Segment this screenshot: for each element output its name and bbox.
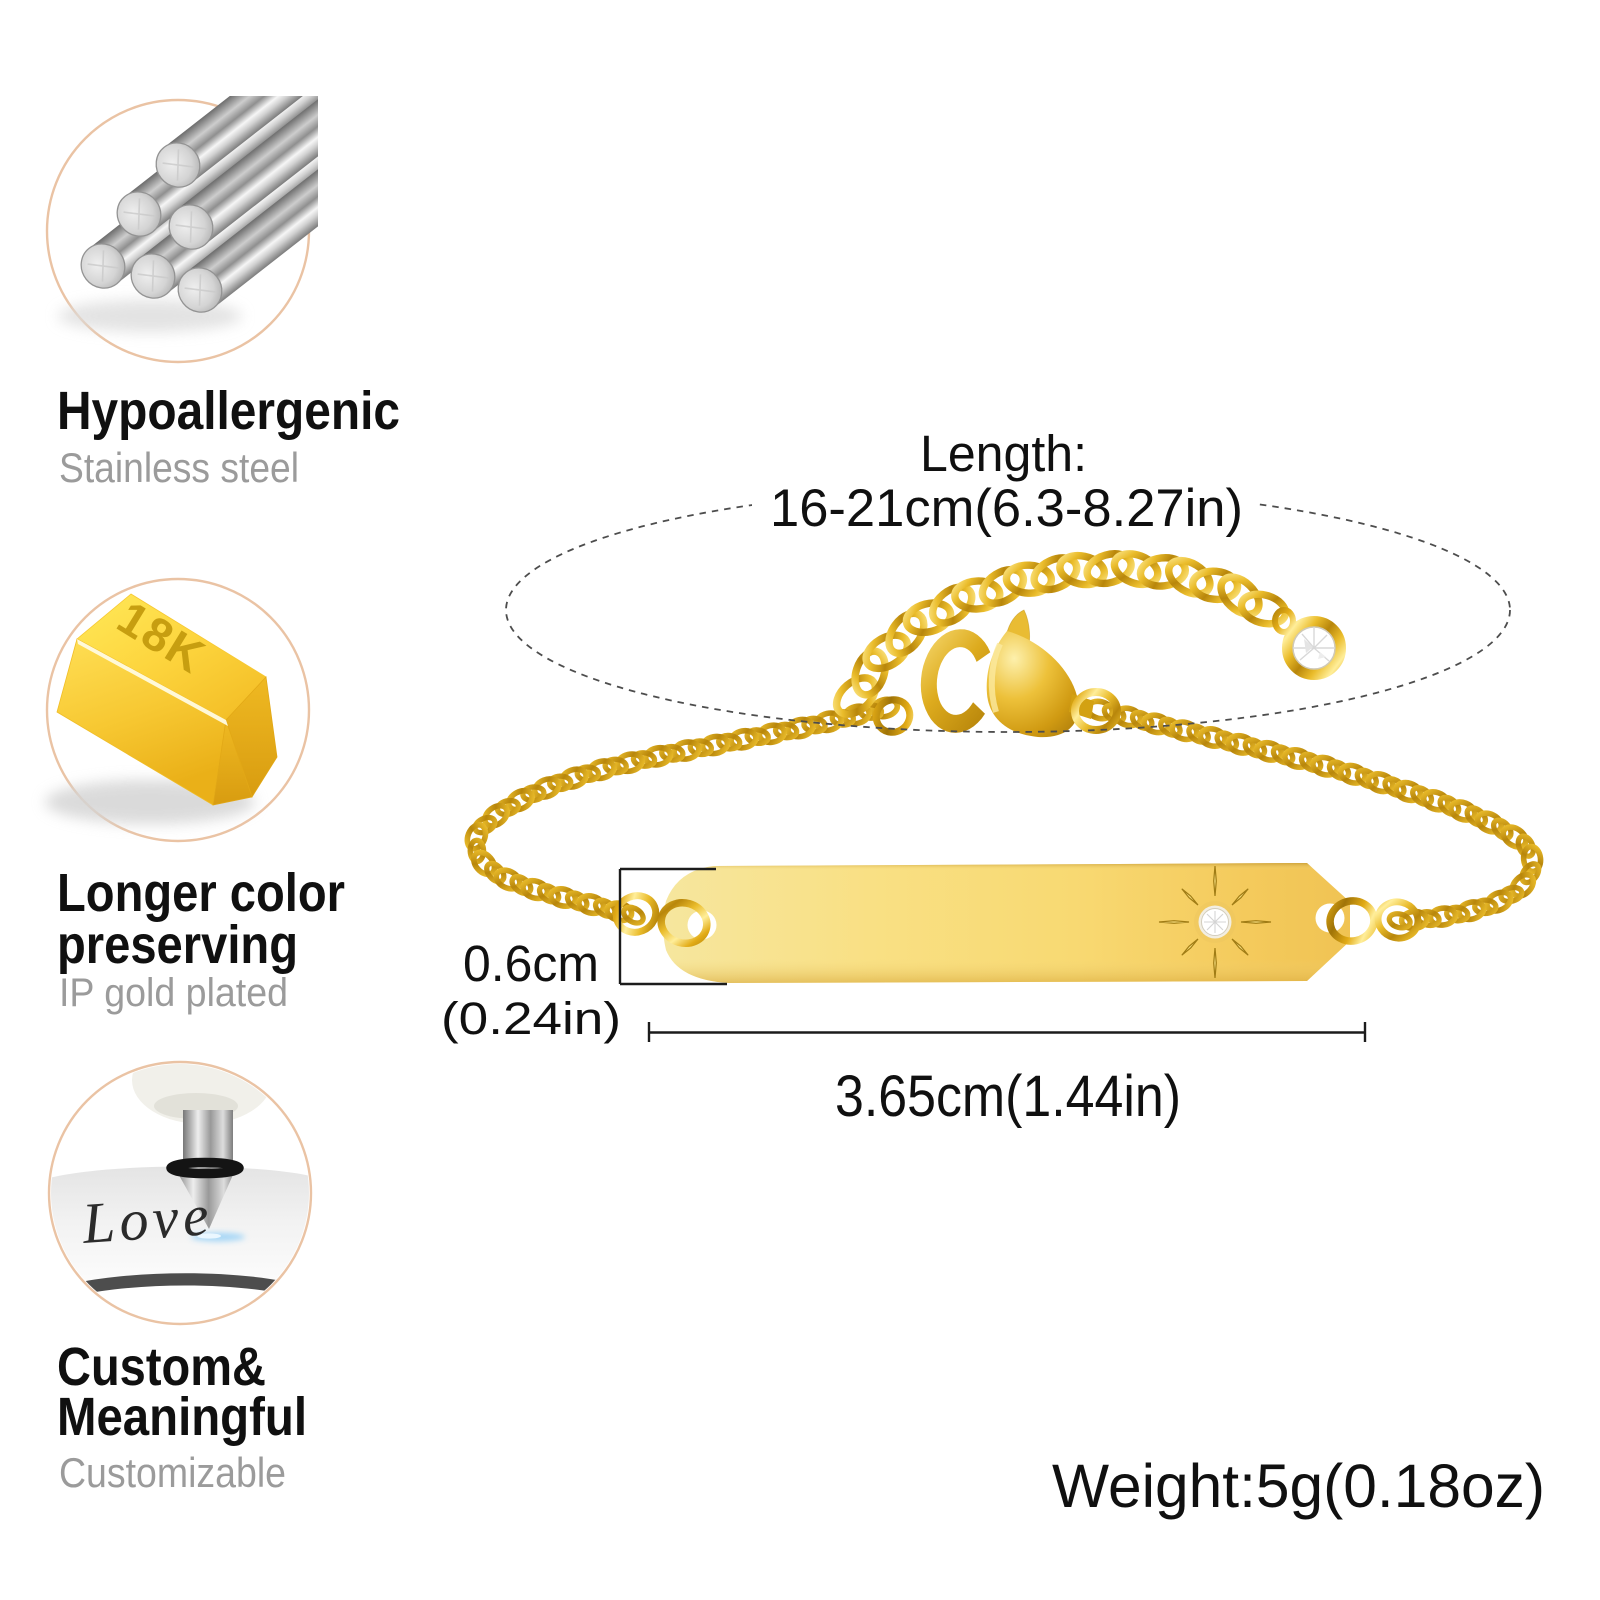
svg-text:Love: Love [79, 1182, 210, 1256]
svg-text:Customizable: Customizable [59, 1449, 286, 1496]
svg-text:Meaningful: Meaningful [57, 1387, 307, 1447]
svg-text:IP gold plated: IP gold plated [59, 971, 288, 1015]
svg-text:16-21cm(6.3-8.27in): 16-21cm(6.3-8.27in) [770, 479, 1243, 538]
svg-text:Stainless steel: Stainless steel [59, 444, 299, 491]
svg-text:0.6cm: 0.6cm [463, 935, 599, 992]
svg-text:Length:: Length: [920, 425, 1087, 482]
svg-text:Longer color: Longer color [57, 863, 345, 923]
svg-text:Hypoallergenic: Hypoallergenic [57, 381, 400, 441]
svg-text:Custom&: Custom& [57, 1337, 266, 1397]
svg-text:(0.24in): (0.24in) [441, 993, 621, 1044]
svg-text:preserving: preserving [57, 915, 298, 975]
svg-text:Weight:5g(0.18oz): Weight:5g(0.18oz) [1052, 1452, 1545, 1520]
svg-text:3.65cm(1.44in): 3.65cm(1.44in) [835, 1064, 1181, 1129]
